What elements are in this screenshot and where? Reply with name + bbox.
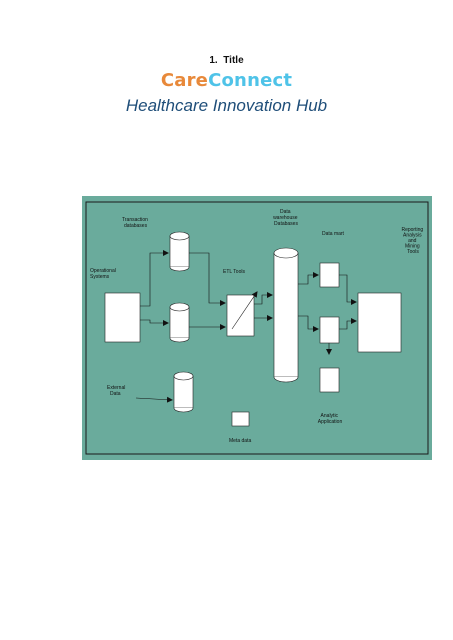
analytic-app-box [319,367,340,393]
label-data-mart: Data mart [322,231,345,237]
label-operational-systems: Operational Systems [90,268,117,280]
brand-logo: CareConnect [0,70,453,91]
diagram-inner-border [85,201,429,455]
label-transaction-databases: Transaction databases [122,217,149,229]
label-analytic-application: Analytic Application [318,413,343,425]
connector-mart1-to-report [339,274,357,305]
section-label: Title [223,55,244,66]
connector-external-to-db [135,396,173,403]
transaction-db-cylinder-top [169,231,190,272]
brand-connect: Connect [208,70,293,91]
data-warehouse-diagram: Operational Systems Transaction database… [82,196,432,460]
connector-op-to-db1 [140,250,169,307]
transaction-db-cylinder-bottom [169,302,190,343]
etl-tools-box [226,294,255,337]
data-warehouse-cylinder [273,247,299,383]
reporting-tools-box [357,292,402,353]
connector-op-to-db2 [140,319,169,326]
data-mart-box-2 [319,316,340,344]
connector-db1-to-etl [189,252,226,306]
connector-dw-to-mart1 [298,272,319,285]
section-number: 1. [209,55,218,66]
operational-systems-box [104,292,141,343]
connector-etl-to-dw1 [254,292,273,305]
label-reporting: Reporting Analysis and Mining Tools [401,227,424,255]
external-data-cylinder [173,371,194,413]
connector-dw-to-mart2 [298,315,319,332]
brand-care: Care [160,70,209,91]
meta-data-box [231,411,250,427]
label-meta-data: Meta data [229,438,251,444]
label-etl-tools: ETL Tools [223,269,245,275]
page-subtitle: Healthcare Innovation Hub [125,96,328,115]
label-external-data: External Data [107,385,127,397]
section-heading: 1. Title [0,55,453,66]
data-mart-box-1 [319,262,340,288]
label-data-warehouse: Data warehouse Databases [273,209,299,227]
connector-mart2-to-report [339,318,357,330]
